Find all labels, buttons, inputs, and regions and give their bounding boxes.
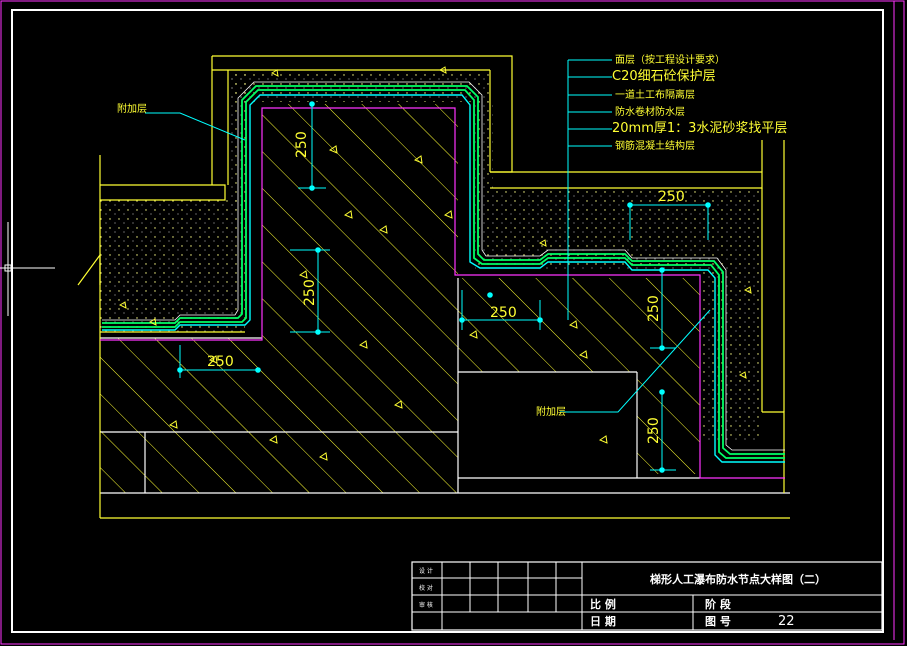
- date-label: 日 期: [590, 614, 616, 628]
- dim-mid-vertical: 250: [302, 279, 318, 306]
- dim-top-right: 250: [658, 189, 685, 205]
- dim-top-vertical: 250: [294, 131, 310, 158]
- drawing-number: 22: [778, 614, 795, 629]
- structural-concrete: [100, 104, 700, 493]
- layer-labels: 面层（按工程设计要求） C20细石砼保护层 一道土工布隔离层 防水卷材防水层 2…: [117, 53, 787, 418]
- layer-label-geotextile: 一道土工布隔离层: [615, 88, 695, 101]
- layer-label-structure: 钢筋混凝土结构层: [615, 139, 695, 152]
- dim-bottom-left: 250: [207, 354, 234, 370]
- sign-row-design: 设 计: [419, 567, 433, 575]
- drawing-title: 梯形人工瀑布防水节点大样图（二）: [650, 572, 826, 586]
- layer-label-membrane: 防水卷材防水层: [615, 105, 685, 118]
- layer-label-surface: 面层（按工程设计要求）: [615, 53, 725, 66]
- dimension-dots: [177, 101, 711, 473]
- drawing-number-label: 图 号: [705, 615, 731, 628]
- layer-label-protective: C20细石砼保护层: [612, 69, 716, 84]
- waterproof-layers: [100, 81, 785, 479]
- sign-row-review: 审 核: [419, 601, 433, 609]
- layer-label-screed: 20mm厚1：3水泥砂浆找平层: [612, 121, 787, 136]
- dim-right-vertical-lower: 250: [646, 417, 662, 444]
- callout-additional-layer-left: 附加层: [117, 102, 147, 115]
- dim-right-vertical-upper: 250: [646, 295, 662, 322]
- yellow-outlines: [77, 55, 790, 519]
- callout-additional-layer-right: 附加层: [536, 405, 566, 418]
- dim-mid-right: 250: [490, 305, 517, 321]
- stage-label: 阶 段: [705, 597, 731, 611]
- sign-row-check: 校 对: [419, 584, 433, 592]
- aggregate-symbols: [118, 66, 752, 461]
- leader-lines: [145, 59, 711, 413]
- white-outlines: [100, 278, 790, 494]
- scale-label: 比 例: [590, 597, 616, 611]
- title-block: 设 计 校 对 审 核 梯形人工瀑布防水节点大样图（二） 比 例 阶 段 日 期…: [411, 561, 883, 631]
- dimension-labels: 250 250 250 250 250 250 250: [207, 131, 685, 444]
